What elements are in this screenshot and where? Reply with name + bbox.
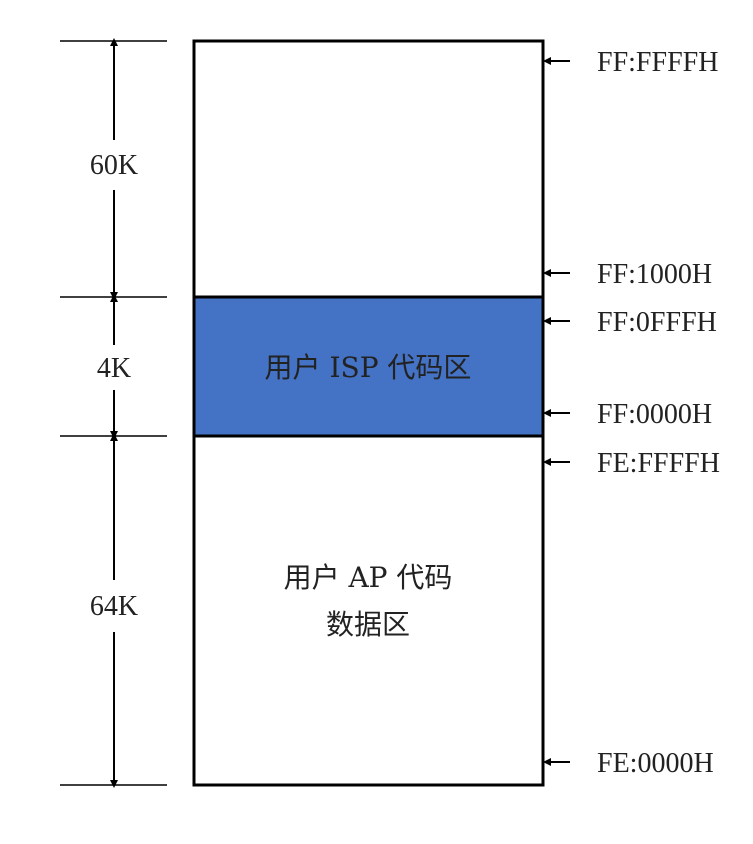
address-label-fe-0000: FE:0000H <box>597 748 714 779</box>
address-label-ff-0fff: FF:0FFFH <box>597 307 717 338</box>
region-ap-label-line1: 用户 AP 代码 <box>284 561 453 594</box>
region-ap <box>192 434 545 787</box>
region-top <box>192 39 545 299</box>
region-isp <box>192 295 545 438</box>
size-label-64k: 64K <box>90 591 138 622</box>
region-ap-label-line2: 数据区 <box>326 608 410 641</box>
address-label-ff-1000: FF:1000H <box>597 259 712 290</box>
address-label-fe-ffff: FE:FFFFH <box>597 448 720 479</box>
address-label-ff-ffff: FF:FFFFH <box>597 47 718 78</box>
address-label-ff-0000: FF:0000H <box>597 399 712 430</box>
size-label-60k: 60K <box>90 150 138 181</box>
region-isp-label: 用户 ISP 代码区 <box>265 351 472 384</box>
size-label-4k: 4K <box>97 353 131 384</box>
